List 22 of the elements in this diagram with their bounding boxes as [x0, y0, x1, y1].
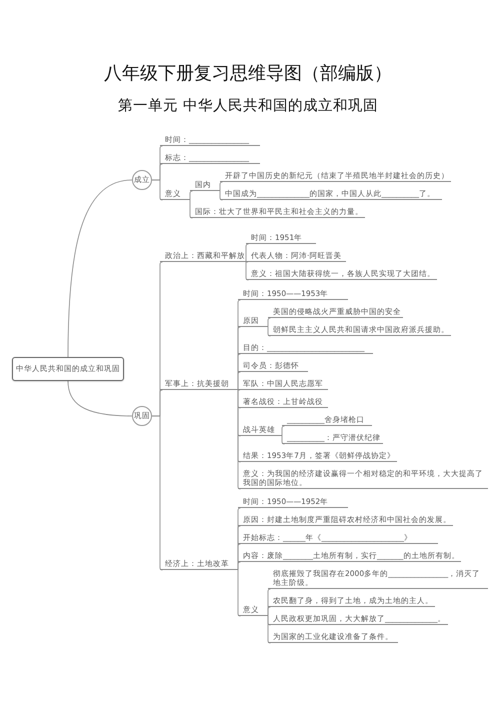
connector-line	[220, 190, 223, 200]
connector-line	[152, 416, 163, 570]
connector-line	[268, 318, 271, 328]
connector-line	[238, 390, 241, 490]
connector-line	[268, 616, 271, 644]
connector-line	[68, 180, 132, 358]
connector-line	[152, 180, 163, 200]
connector-line	[190, 200, 193, 218]
connector-line	[282, 436, 285, 444]
connector-line	[282, 426, 285, 436]
connector-line	[268, 606, 271, 616]
connector-line	[220, 182, 223, 192]
connector-line	[238, 570, 241, 616]
connector-line	[246, 262, 249, 280]
title: 八年级下册复习思维导图（部编版）	[104, 64, 392, 84]
connector-line	[246, 244, 249, 262]
connector-line	[238, 372, 241, 390]
connector-line	[268, 326, 271, 336]
connector-line	[238, 562, 241, 570]
connector-line	[68, 380, 132, 416]
connector-line	[190, 190, 193, 200]
subtitle: 第一单元 中华人民共和国的成立和巩固	[118, 99, 378, 115]
